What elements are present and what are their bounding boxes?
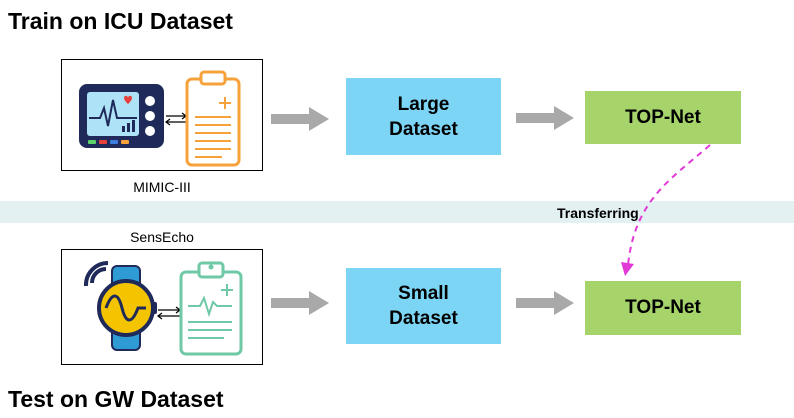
exchange-arrows-icon bbox=[165, 112, 187, 126]
orange-clipboard-icon bbox=[185, 70, 241, 167]
gw-source-caption: SensEcho bbox=[130, 229, 194, 245]
bottom-flow-arrow-1 bbox=[271, 291, 329, 315]
bottom-section-title: Test on GW Dataset bbox=[8, 386, 224, 412]
icu-source-panel bbox=[61, 59, 263, 171]
top-flow-arrow-2 bbox=[516, 106, 574, 130]
medical-monitor-icon bbox=[79, 84, 164, 148]
large-dataset-label-line2: Dataset bbox=[389, 118, 458, 140]
small-dataset-box: Small Dataset bbox=[346, 268, 501, 344]
gw-source-panel bbox=[61, 249, 263, 365]
icu-source-caption: MIMIC-III bbox=[133, 179, 191, 195]
top-model-label: TOP-Net bbox=[625, 106, 701, 128]
transfer-band bbox=[0, 201, 794, 223]
gw-source-illustration bbox=[83, 260, 243, 356]
green-clipboard-icon bbox=[179, 261, 243, 356]
top-section-title: Train on ICU Dataset bbox=[8, 8, 233, 34]
small-dataset-label-line2: Dataset bbox=[389, 308, 458, 329]
bottom-model-box: TOP-Net bbox=[585, 281, 741, 335]
icu-source-illustration bbox=[79, 70, 241, 167]
transfer-label: Transferring bbox=[557, 205, 639, 221]
transfer-arrow bbox=[621, 144, 711, 276]
smartwatch-icon bbox=[83, 260, 157, 351]
exchange-arrows-icon bbox=[157, 306, 181, 320]
large-dataset-box: Large Dataset bbox=[346, 78, 501, 155]
top-model-box: TOP-Net bbox=[585, 91, 741, 144]
large-dataset-label-line1: Large bbox=[397, 93, 450, 115]
bottom-model-label: TOP-Net bbox=[625, 297, 701, 318]
top-flow-arrow-1 bbox=[271, 107, 329, 131]
small-dataset-label-line1: Small bbox=[398, 283, 449, 304]
bottom-flow-arrow-2 bbox=[516, 291, 574, 315]
